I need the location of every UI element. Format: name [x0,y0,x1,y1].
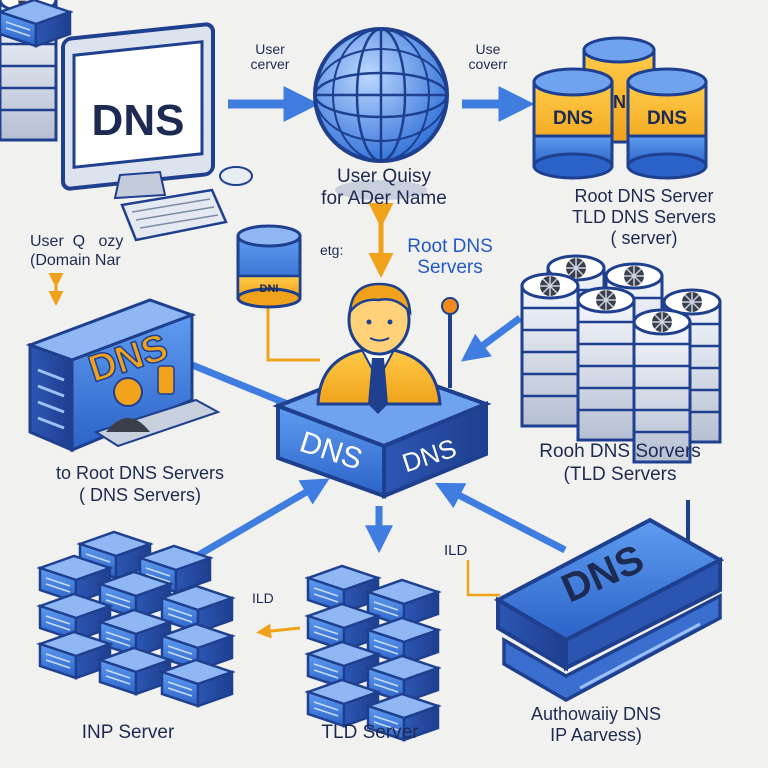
label-right-top: Root DNS Server TLD DNS Servers ( server… [571,186,717,248]
mouse [219,166,253,186]
small-cylinder: DNI [236,224,302,309]
globe [313,27,449,200]
label-top-left-small: User cerver [250,41,290,72]
arrow-right-to-resolver [460,315,523,362]
label-left-lower: to Root DNS Servers ( DNS Servers) [55,463,225,505]
authoritative-dns-box: DNS [493,500,725,703]
label-bottom-center: TLD Server [321,722,419,743]
root-dns-cylinders: DNS DNS DNS [532,36,708,180]
cyl-right-text: DNS [647,108,687,129]
label-bottom-right: Authowaiiy DNS IP Aarvess) [530,704,662,745]
tld-server-rack [306,564,440,742]
small-cylinder-text: DNI [260,283,279,295]
label-ild-center: ILD [444,542,468,559]
label-top-right-small: Use coverr [468,41,508,72]
left-dns-server: DNS [25,298,221,453]
arrow-inp-to-resolver [188,478,330,564]
line-ild-to-auth [466,560,500,597]
label-bottom-left: INP Server [81,722,175,743]
arrow-auth-to-resolver [435,482,567,554]
left-person-head [113,377,143,407]
line-cyl-to-person [266,300,320,362]
arrows [48,86,567,639]
monitor-screen-text: DNS [92,96,185,145]
client-computer: DNS [61,22,253,242]
arrow-left-server-to-resolver [178,356,292,409]
keyboard [120,188,228,242]
person-tie [368,358,388,414]
label-center-blue: Root DNS Servers [407,236,493,278]
cyl-left-text: DNS [553,108,593,129]
inp-server-rack [0,0,234,708]
label-center-top: User Quisy for ADer Name [321,166,447,209]
label-left-mid: User Q ozy (Domain Nar [30,233,124,269]
label-ild-left: ILD [252,590,274,606]
label-center-small: etg: [320,242,344,258]
left-desk [93,398,221,448]
arrow-ild-left [256,623,301,639]
resolver-platform: DNS DNS [272,282,492,499]
label-right-lower: Rooh DNS Sorvers (TLD Servers [539,441,701,485]
